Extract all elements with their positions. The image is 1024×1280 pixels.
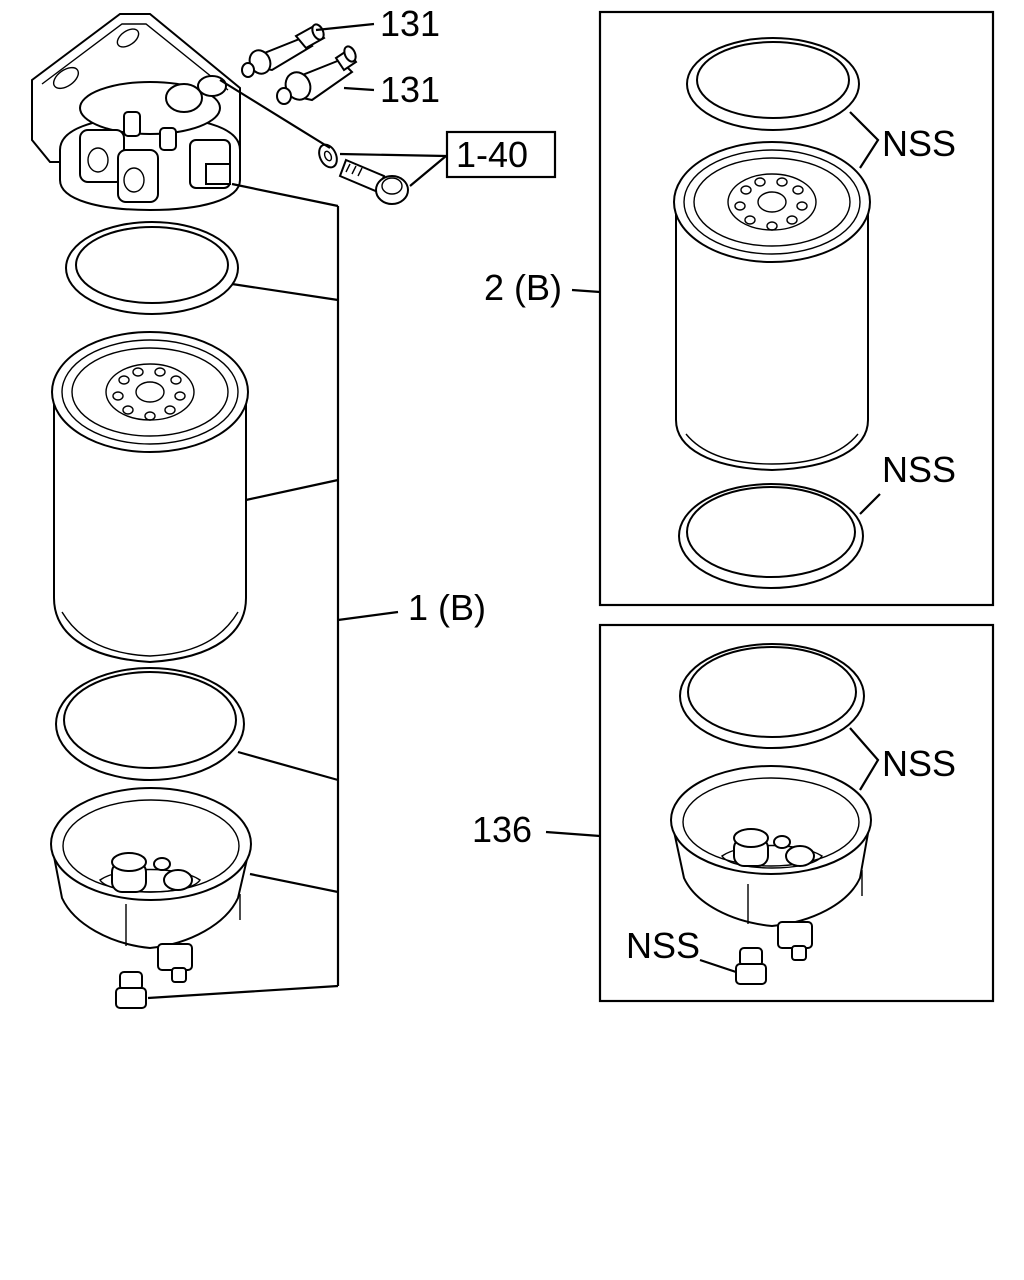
seal-ring-lower bbox=[55, 667, 245, 781]
filter-head bbox=[31, 13, 241, 212]
water-bowl bbox=[50, 787, 252, 983]
kit-bowl-seal-ring bbox=[679, 643, 865, 749]
fitting-131-lower bbox=[276, 45, 358, 105]
label-1-b: 1 (B) bbox=[408, 587, 486, 628]
bolt bbox=[338, 158, 409, 205]
label-131-lower: 131 bbox=[380, 69, 440, 110]
seal-ring-upper bbox=[65, 221, 239, 315]
label-131-upper: 131 bbox=[380, 3, 440, 44]
label-nss-element-top: NSS bbox=[882, 123, 956, 164]
washer bbox=[318, 143, 338, 169]
label-1-40: 1-40 bbox=[456, 134, 528, 175]
drain-plug bbox=[115, 971, 147, 1009]
reference-box-1-40 bbox=[445, 130, 557, 179]
kit-filter-element bbox=[673, 141, 871, 472]
kit-water-bowl bbox=[670, 765, 872, 961]
label-136: 136 bbox=[472, 809, 532, 850]
label-2-b: 2 (B) bbox=[484, 267, 562, 308]
kit-seal-ring-lower bbox=[678, 483, 864, 589]
label-nss-bowl-plug: NSS bbox=[626, 925, 700, 966]
fitting-131-upper bbox=[241, 23, 326, 78]
kit-drain-plug bbox=[735, 947, 767, 985]
kit-seal-ring-upper bbox=[686, 37, 860, 131]
filter-element bbox=[51, 331, 249, 664]
label-nss-bowl-top: NSS bbox=[882, 743, 956, 784]
element-kit-box bbox=[598, 10, 995, 607]
bowl-kit-box bbox=[598, 623, 995, 1003]
label-nss-element-bottom: NSS bbox=[882, 449, 956, 490]
